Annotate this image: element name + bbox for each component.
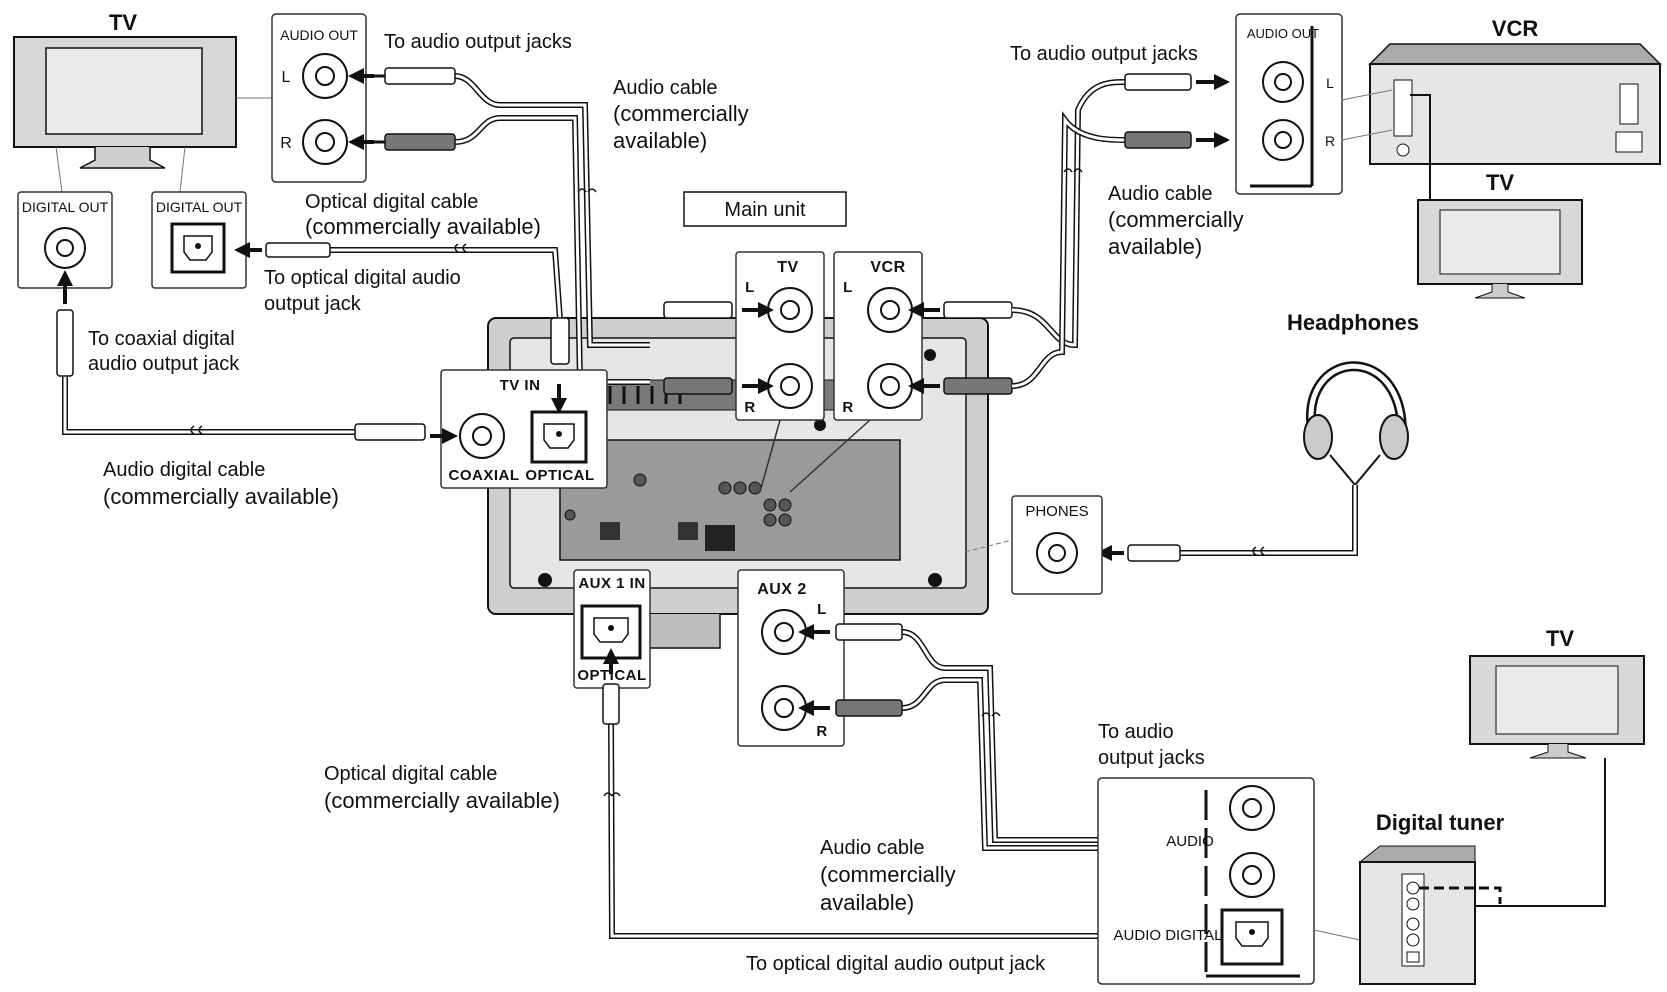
- svg-text:(commercially available): (commercially available): [305, 214, 541, 239]
- svg-text:TV: TV: [1486, 170, 1514, 195]
- svg-text:Optical digital cable: Optical digital cable: [324, 763, 497, 785]
- svg-text:To audio output jacks: To audio output jacks: [384, 31, 572, 53]
- svg-text:Audio cable: Audio cable: [1108, 183, 1213, 205]
- svg-text:L: L: [745, 279, 755, 296]
- phones-panel: PHONES: [964, 495, 1103, 595]
- tv-audio-cables: [362, 67, 650, 385]
- svg-text:VCR: VCR: [870, 259, 905, 276]
- svg-text:DIGITAL OUT: DIGITAL OUT: [22, 199, 109, 215]
- digital-out-coax-panel: DIGITAL OUT: [17, 191, 113, 289]
- digital-tuner: Digital tuner: [1358, 810, 1505, 985]
- vcr: VCR: [1341, 16, 1662, 200]
- svg-text:AUX 1 IN: AUX 1 IN: [578, 575, 645, 592]
- svg-text:(commercially available): (commercially available): [324, 788, 560, 813]
- svg-text:Optical digital cable: Optical digital cable: [305, 191, 478, 213]
- svg-text:(commercially available): (commercially available): [103, 484, 339, 509]
- svg-text:OPTICAL: OPTICAL: [577, 667, 646, 684]
- tv-vcr: TV: [1417, 170, 1583, 299]
- svg-text:To audio: To audio: [1098, 721, 1174, 743]
- svg-text:output jacks: output jacks: [1098, 747, 1205, 769]
- svg-text:R: R: [744, 399, 755, 416]
- svg-text:TV: TV: [777, 259, 798, 276]
- coax-cable-left: [56, 309, 426, 441]
- svg-text:AUDIO: AUDIO: [1166, 833, 1214, 850]
- svg-text:(commercially: (commercially: [820, 862, 956, 887]
- svg-text:L: L: [817, 601, 827, 618]
- svg-text:(commercially: (commercially: [613, 101, 749, 126]
- svg-text:R: R: [842, 399, 853, 416]
- svg-text:L: L: [843, 279, 853, 296]
- vcr-audio-out-panel: AUDIO OUT L R: [1235, 13, 1343, 195]
- svg-text:audio output jack: audio output jack: [88, 353, 240, 375]
- svg-text:AUDIO DIGITAL: AUDIO DIGITAL: [1114, 927, 1223, 944]
- tv-bottom-right: TV: [1395, 626, 1645, 907]
- svg-text:R: R: [280, 135, 292, 152]
- svg-text:L: L: [282, 69, 291, 86]
- svg-text:L: L: [1326, 75, 1334, 91]
- svg-text:Main unit: Main unit: [724, 199, 806, 221]
- optical-cable-top: [265, 242, 570, 365]
- svg-text:R: R: [1325, 133, 1335, 149]
- tv-top-left: TV: [13, 10, 272, 193]
- main-unit-label: Main unit: [683, 191, 847, 227]
- svg-text:Headphones: Headphones: [1287, 310, 1419, 335]
- vcr-audio-cables: [1011, 73, 1192, 389]
- svg-text:To audio output jacks: To audio output jacks: [1010, 43, 1198, 65]
- svg-text:output jack: output jack: [264, 293, 362, 315]
- digital-out-optical-panel: DIGITAL OUT: [151, 191, 247, 289]
- headphones: Headphones: [1127, 310, 1419, 562]
- svg-text:AUX 2: AUX 2: [757, 581, 807, 598]
- aux2-panel: AUX 2 L R: [737, 569, 845, 747]
- svg-text:TV IN: TV IN: [500, 377, 541, 394]
- svg-text:TV: TV: [109, 10, 137, 35]
- svg-text:available): available): [820, 890, 914, 915]
- svg-text:To optical digital audio outpu: To optical digital audio output jack: [746, 953, 1046, 975]
- vcr-input-panel: VCR L R: [833, 251, 923, 421]
- callouts: To audio output jacks Audio cable (comme…: [88, 31, 1244, 975]
- svg-text:To coaxial digital: To coaxial digital: [88, 328, 235, 350]
- aux1-in-panel: AUX 1 IN OPTICAL: [573, 569, 651, 689]
- svg-text:available): available): [1108, 234, 1202, 259]
- svg-text:Audio cable: Audio cable: [613, 77, 718, 99]
- svg-text:OPTICAL: OPTICAL: [525, 467, 594, 484]
- svg-text:R: R: [816, 723, 827, 740]
- svg-text:AUDIO OUT: AUDIO OUT: [280, 27, 358, 43]
- svg-text:(commercially: (commercially: [1108, 207, 1244, 232]
- svg-text:COAXIAL: COAXIAL: [449, 467, 520, 484]
- tv-in-panel: TV IN COAXIAL OPTICAL: [440, 369, 608, 489]
- tv-input-panel: TV L R: [735, 251, 825, 421]
- tv-audio-out-panel: AUDIO OUT L R: [271, 13, 367, 183]
- svg-text:TV: TV: [1546, 626, 1574, 651]
- break-marks: [190, 168, 1265, 797]
- svg-text:VCR: VCR: [1492, 16, 1539, 41]
- svg-text:To optical digital audio: To optical digital audio: [264, 267, 461, 289]
- svg-text:Audio digital cable: Audio digital cable: [103, 459, 265, 481]
- svg-text:Digital tuner: Digital tuner: [1376, 810, 1505, 835]
- svg-text:Audio cable: Audio cable: [820, 837, 925, 859]
- svg-text:DIGITAL OUT: DIGITAL OUT: [156, 199, 243, 215]
- svg-text:available): available): [613, 128, 707, 153]
- svg-text:AUDIO OUT: AUDIO OUT: [1247, 26, 1319, 41]
- tuner-audio-panel: AUDIO AUDIO DIGITAL: [1097, 777, 1361, 985]
- svg-text:PHONES: PHONES: [1025, 503, 1088, 520]
